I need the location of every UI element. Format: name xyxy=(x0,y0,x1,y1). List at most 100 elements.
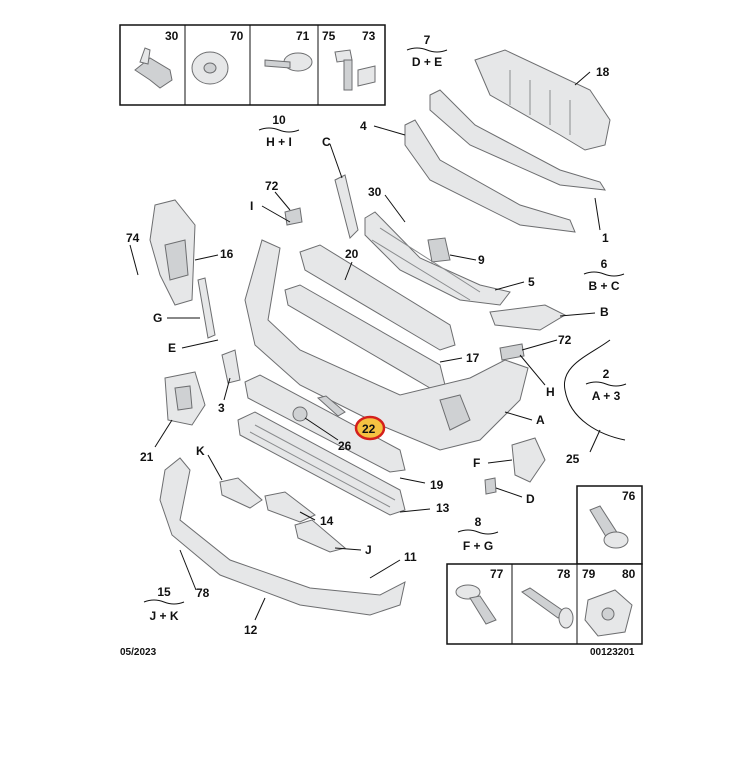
leader-lines xyxy=(129,71,601,621)
clip-icon xyxy=(134,47,173,89)
part-label: 4 xyxy=(360,119,367,133)
clip-nut-icon xyxy=(584,589,633,637)
group-number: 7 xyxy=(424,33,431,47)
group-letters: J + K xyxy=(149,609,178,623)
part-lower-beam xyxy=(244,374,406,473)
part-label: 11 xyxy=(404,550,417,564)
bolt-icon xyxy=(455,584,497,625)
part-label: 14 xyxy=(320,514,334,528)
part-label: I xyxy=(250,199,253,213)
part-label: B xyxy=(600,305,609,319)
fastener-box-bottom: 76 77 78 79 80 xyxy=(446,485,643,645)
bolt-icon xyxy=(334,49,376,91)
part-label: H xyxy=(546,385,555,399)
group-number: 2 xyxy=(603,367,610,381)
fastener-label-79: 79 xyxy=(582,567,596,581)
group-6: 6 B + C xyxy=(583,257,625,293)
part-26 xyxy=(292,406,308,422)
part-strip-c xyxy=(334,174,359,239)
part-label: 26 xyxy=(338,439,352,453)
part-label: 25 xyxy=(566,452,580,466)
highlight-marker: 22 xyxy=(354,415,386,441)
part-bracket-21 xyxy=(164,371,206,426)
group-letters: D + E xyxy=(412,55,442,69)
fastener-label-78: 78 xyxy=(557,567,571,581)
part-clip-d xyxy=(484,477,497,495)
part-label: 9 xyxy=(478,253,485,267)
part-label: 21 xyxy=(140,450,154,464)
part-label: 17 xyxy=(466,351,480,365)
group-2: 2 A + 3 xyxy=(585,367,627,403)
part-lower-grille xyxy=(237,411,406,516)
part-label: 72 xyxy=(558,333,572,347)
fastener-label-76: 76 xyxy=(622,489,636,503)
fastener-label-71: 71 xyxy=(296,29,310,43)
part-22 xyxy=(316,395,346,417)
part-label: J xyxy=(365,543,372,557)
part-label: K xyxy=(196,444,205,458)
part-bumper-shell xyxy=(244,239,529,451)
bolt-icon xyxy=(589,505,629,549)
washer-icon xyxy=(191,51,229,85)
part-label: 78 xyxy=(196,586,210,600)
fastener-label-75: 75 xyxy=(322,29,336,43)
part-label: 12 xyxy=(244,623,258,637)
part-label: 1 xyxy=(602,231,609,245)
part-upper-support xyxy=(474,49,611,151)
part-label: G xyxy=(153,311,162,325)
part-label: 16 xyxy=(220,247,234,261)
screw-icon xyxy=(264,52,313,72)
part-lower-spoiler xyxy=(159,457,406,616)
part-bracket-9 xyxy=(427,237,451,263)
part-strip-g xyxy=(197,277,216,339)
part-label: 18 xyxy=(596,65,610,79)
part-label: C xyxy=(322,135,331,149)
group-letters: B + C xyxy=(588,279,619,293)
part-label: 74 xyxy=(126,231,140,245)
part-inserts xyxy=(219,477,347,553)
part-bracket-72 xyxy=(284,207,525,361)
group-letters: F + G xyxy=(463,539,493,553)
part-label: 20 xyxy=(345,247,359,261)
fastener-label-77: 77 xyxy=(490,567,504,581)
part-label: 3 xyxy=(218,401,225,415)
part-label: 5 xyxy=(528,275,535,289)
part-upper-trim xyxy=(404,89,606,233)
part-label: 30 xyxy=(368,185,382,199)
part-label: F xyxy=(473,456,480,470)
group-7: 7 D + E xyxy=(406,33,448,69)
part-label: D xyxy=(526,492,535,506)
part-fog-cover xyxy=(511,437,546,483)
part-beam-20 xyxy=(284,244,456,389)
fastener-label-70: 70 xyxy=(230,29,244,43)
group-number: 6 xyxy=(601,257,608,271)
highlighted-part-label: 22 xyxy=(362,422,376,436)
fastener-box-top: 30 70 71 75 73 xyxy=(119,24,386,106)
part-cable xyxy=(564,339,626,441)
part-label: 13 xyxy=(436,501,450,515)
footer-reference: 00123201 xyxy=(590,647,635,658)
group-number: 15 xyxy=(157,585,171,599)
footer-date: 05/2023 xyxy=(120,647,157,658)
group-8: 8 F + G xyxy=(457,515,499,553)
fastener-label-73: 73 xyxy=(362,29,376,43)
part-label: A xyxy=(536,413,545,427)
part-label: 19 xyxy=(430,478,444,492)
group-10: 10 H + I xyxy=(258,113,300,149)
group-letters: A + 3 xyxy=(592,389,621,403)
part-bracket-3 xyxy=(221,349,241,384)
part-labels: 18 4 1 C 72 I 30 74 16 20 9 5 B G E 72 1… xyxy=(126,65,610,637)
group-number: 8 xyxy=(475,515,482,529)
part-label: E xyxy=(168,341,176,355)
group-15: 15 J + K xyxy=(143,585,185,623)
part-side-bracket xyxy=(149,199,196,306)
group-number: 10 xyxy=(272,113,286,127)
part-upper-grille xyxy=(364,211,511,306)
fastener-label-30: 30 xyxy=(165,29,179,43)
fastener-label-80: 80 xyxy=(622,567,636,581)
part-deflector-b xyxy=(489,304,567,331)
part-label: 72 xyxy=(265,179,279,193)
group-letters: H + I xyxy=(266,135,292,149)
pin-icon xyxy=(521,587,574,629)
